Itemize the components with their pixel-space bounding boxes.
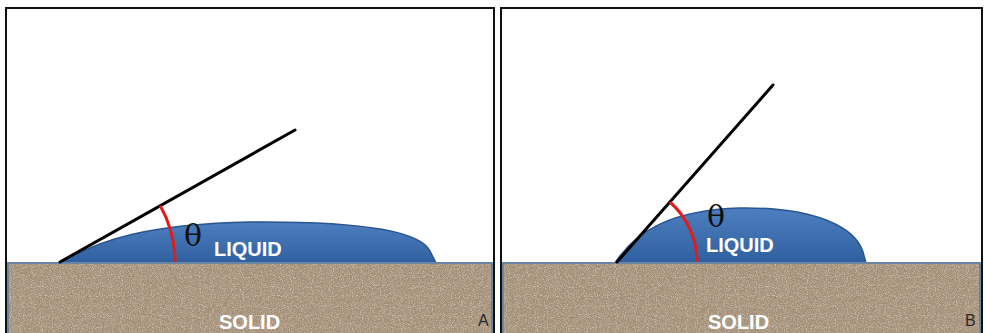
solid-surface: SOLID	[7, 262, 493, 333]
solid-border	[8, 263, 492, 333]
solid-border	[503, 263, 980, 333]
angle-arc	[670, 202, 697, 262]
figure-panel: B LIQUID SOLID	[500, 7, 983, 333]
solid-base	[7, 262, 493, 333]
solid-label: SOLID	[219, 311, 280, 333]
panel-letter: B	[965, 312, 976, 330]
solid-label: SOLID	[708, 311, 769, 333]
tangent-line	[60, 130, 295, 262]
solid-surface: SOLID	[502, 262, 981, 333]
tangent-line	[617, 85, 773, 262]
liquid-label: LIQUID	[214, 238, 282, 261]
angle-symbol: θ	[184, 219, 202, 254]
panel-letter: A	[478, 312, 489, 330]
solid-grain-light	[502, 262, 981, 333]
solid-grain-dark	[502, 262, 981, 333]
liquid-drop-fill	[615, 208, 866, 263]
liquid-drop-fill	[60, 222, 436, 263]
liquid-drop: LIQUID	[60, 221, 436, 263]
solid-grain-dark	[7, 262, 493, 333]
solid-base	[502, 262, 981, 333]
liquid-label: LIQUID	[706, 234, 774, 257]
solid-grain-light	[7, 262, 493, 333]
figure-panel: A LIQUID SOLID	[5, 7, 495, 333]
angle-arc	[160, 206, 175, 262]
angle-symbol: θ	[707, 200, 725, 235]
liquid-drop: LIQUID	[615, 207, 866, 263]
